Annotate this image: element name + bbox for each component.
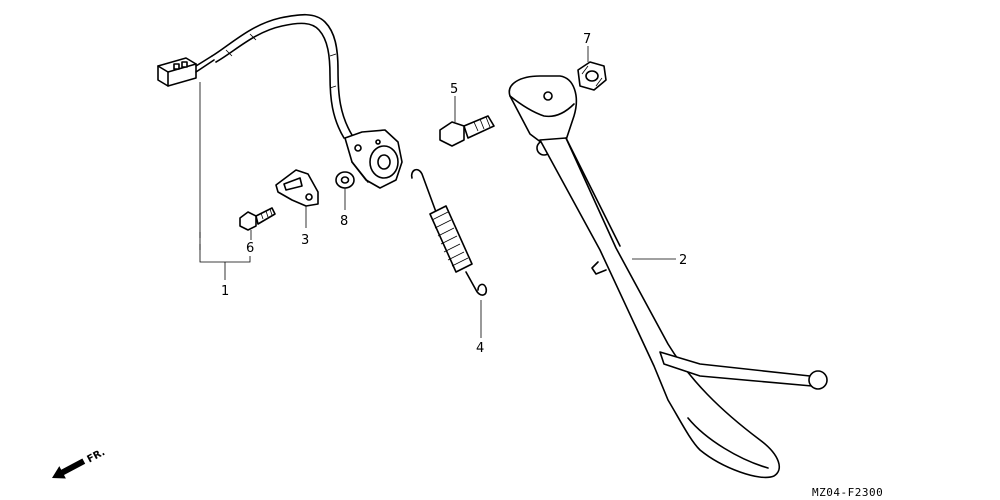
front-arrow-icon bbox=[52, 458, 86, 479]
callout-3: 3 bbox=[301, 233, 309, 248]
callout-7: 7 bbox=[583, 32, 591, 47]
callout-8: 8 bbox=[340, 214, 348, 229]
screw bbox=[239, 207, 276, 240]
connector-plug bbox=[157, 55, 215, 87]
callout-1: 1 bbox=[221, 284, 229, 299]
callout-4: 4 bbox=[476, 341, 484, 356]
lock-nut bbox=[577, 46, 607, 91]
return-spring bbox=[410, 168, 488, 338]
switch-body bbox=[344, 129, 403, 189]
diagram-code: MZ04-F2300 bbox=[812, 486, 883, 499]
callout-bracket-1 bbox=[199, 82, 251, 263]
side-stand bbox=[508, 75, 828, 479]
callout-6: 6 bbox=[246, 241, 254, 256]
callout-2: 2 bbox=[679, 253, 687, 268]
front-direction-label: FR. bbox=[85, 447, 107, 465]
washer bbox=[335, 171, 355, 210]
callout-5: 5 bbox=[450, 82, 458, 97]
front-direction-indicator: FR. bbox=[52, 447, 107, 479]
side-stand-switch-assembly bbox=[157, 13, 403, 280]
pivot-bolt bbox=[439, 96, 495, 147]
switch-bracket-plate bbox=[275, 169, 319, 228]
wiring-harness bbox=[211, 13, 353, 139]
